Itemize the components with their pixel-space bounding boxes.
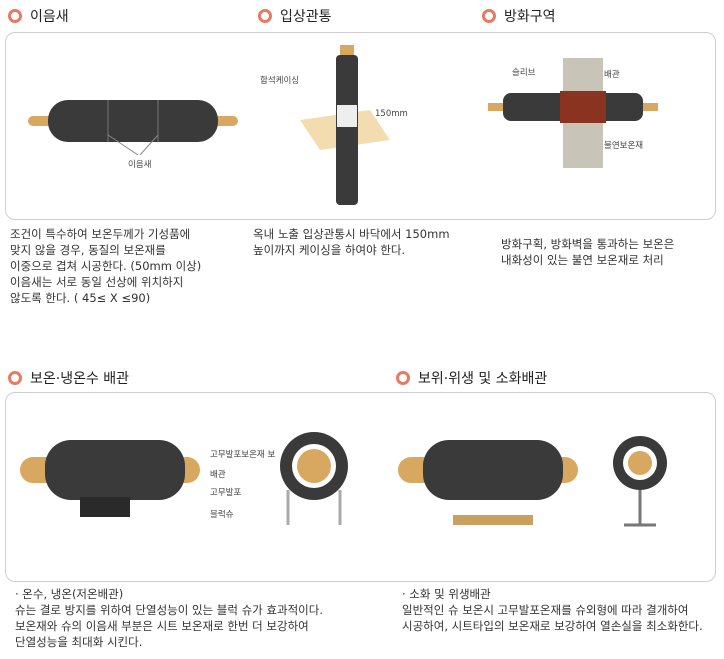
circle-bullet-icon: [396, 371, 410, 385]
fire-sanitary-pipe-illustration: [398, 440, 578, 525]
rubber-insulation-label: 고무발포보온재 보: [210, 450, 276, 460]
section-heading-firezone: 방화구역: [482, 6, 556, 26]
pipe-label: 배관: [604, 70, 620, 80]
circle-bullet-icon: [8, 9, 22, 23]
firezone-illustration: [488, 58, 658, 168]
fire-sanitary-description: · 소화 및 위생배관 일반적인 슈 보온시 고무발포온재를 슈외형에 따라 결…: [402, 587, 703, 633]
joint-pipe-illustration: [28, 100, 238, 156]
section-heading-hot-cold: 보온·냉온수 배관: [8, 368, 129, 388]
height-label: 150mm: [375, 109, 408, 119]
riser-illustration: [300, 45, 390, 205]
joint-description: 조건이 특수하여 보온두께가 기성품에 맞지 않을 경우, 동질의 보온재를 이…: [10, 227, 202, 305]
pipe-label-2: 배관: [210, 470, 226, 480]
hot-cold-pipe-illustration: [20, 440, 200, 517]
riser-description: 옥내 노출 입상관통시 바닥에서 150mm 높이까지 케이싱을 하여야 한다.: [253, 227, 450, 257]
rubber-foam-label: 고무발포: [210, 488, 242, 498]
section-heading-fire-sanitary: 보위·위생 및 소화배관: [396, 368, 547, 388]
circle-bullet-icon: [482, 9, 496, 23]
sleeve-label: 슬리브: [512, 68, 536, 78]
insulation-label: 불연보온재: [604, 141, 644, 151]
joint-label: 이음새: [128, 160, 152, 170]
circle-bullet-icon: [258, 9, 272, 23]
hot-cold-description: · 온수, 냉온(저온배관) 슈는 결로 방지를 위하여 단열성능이 있는 블럭…: [15, 587, 323, 649]
fire-sanitary-cross-section: [613, 436, 667, 527]
circle-bullet-icon: [8, 371, 22, 385]
casing-label: 함석케이싱: [260, 76, 300, 86]
section-heading-joint: 이음새: [8, 6, 69, 26]
section-heading-riser: 입상관통: [258, 6, 332, 26]
firezone-description: 방화구획, 방화벽을 통과하는 보온은 내화성이 있는 불연 보온재로 처리: [501, 237, 675, 267]
block-shoe-label: 블럭슈: [210, 510, 234, 520]
hot-cold-cross-section: [280, 432, 348, 525]
